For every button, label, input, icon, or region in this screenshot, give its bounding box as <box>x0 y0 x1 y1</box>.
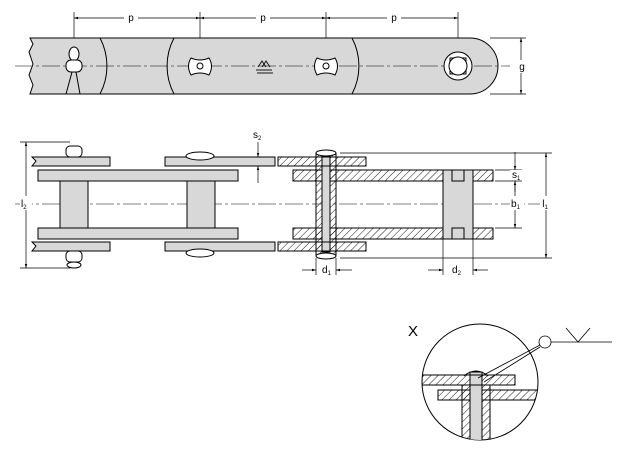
pin-length-left-label: l2 <box>21 199 27 211</box>
pin-ends-left <box>65 145 215 269</box>
bushings-left <box>59 180 216 229</box>
detail-marker-label: X <box>408 323 418 340</box>
bushing-diameter-dimension <box>428 239 488 275</box>
inner-width-dimension <box>495 152 522 229</box>
detail-x: X <box>408 323 612 441</box>
plate-height-label: g <box>519 62 525 73</box>
end-pin <box>443 51 473 81</box>
pin-head-2 <box>314 57 338 76</box>
pin-diameter-label: d1 <box>322 265 332 277</box>
inner-plates-left <box>37 169 239 240</box>
chain-section-view: l1 b1 s1 s2 l2 <box>15 130 553 277</box>
plate-thickness-inner-label: s1 <box>512 170 521 182</box>
pin-diameter-dimension <box>302 258 352 275</box>
plate-thickness-outer-label: s2 <box>253 130 262 142</box>
bushing-right <box>442 169 474 240</box>
pin-length-right-label: l1 <box>542 199 548 211</box>
pitch-label-2: p <box>260 13 266 24</box>
pitch-label-1: p <box>128 13 134 24</box>
manufacturer-logo <box>256 60 273 74</box>
hatched-pin <box>315 149 337 260</box>
pin-head-1 <box>188 57 212 76</box>
chain-side-view: p p p <box>15 10 528 95</box>
weld-symbol <box>477 327 612 383</box>
inner-width-label: b1 <box>511 199 521 211</box>
outer-plates-left <box>30 156 276 252</box>
pitch-label-3: p <box>391 13 397 24</box>
cotter-pin <box>65 46 83 95</box>
bushing-diameter-label: d2 <box>452 265 462 277</box>
hatched-inner-plates <box>292 169 494 240</box>
